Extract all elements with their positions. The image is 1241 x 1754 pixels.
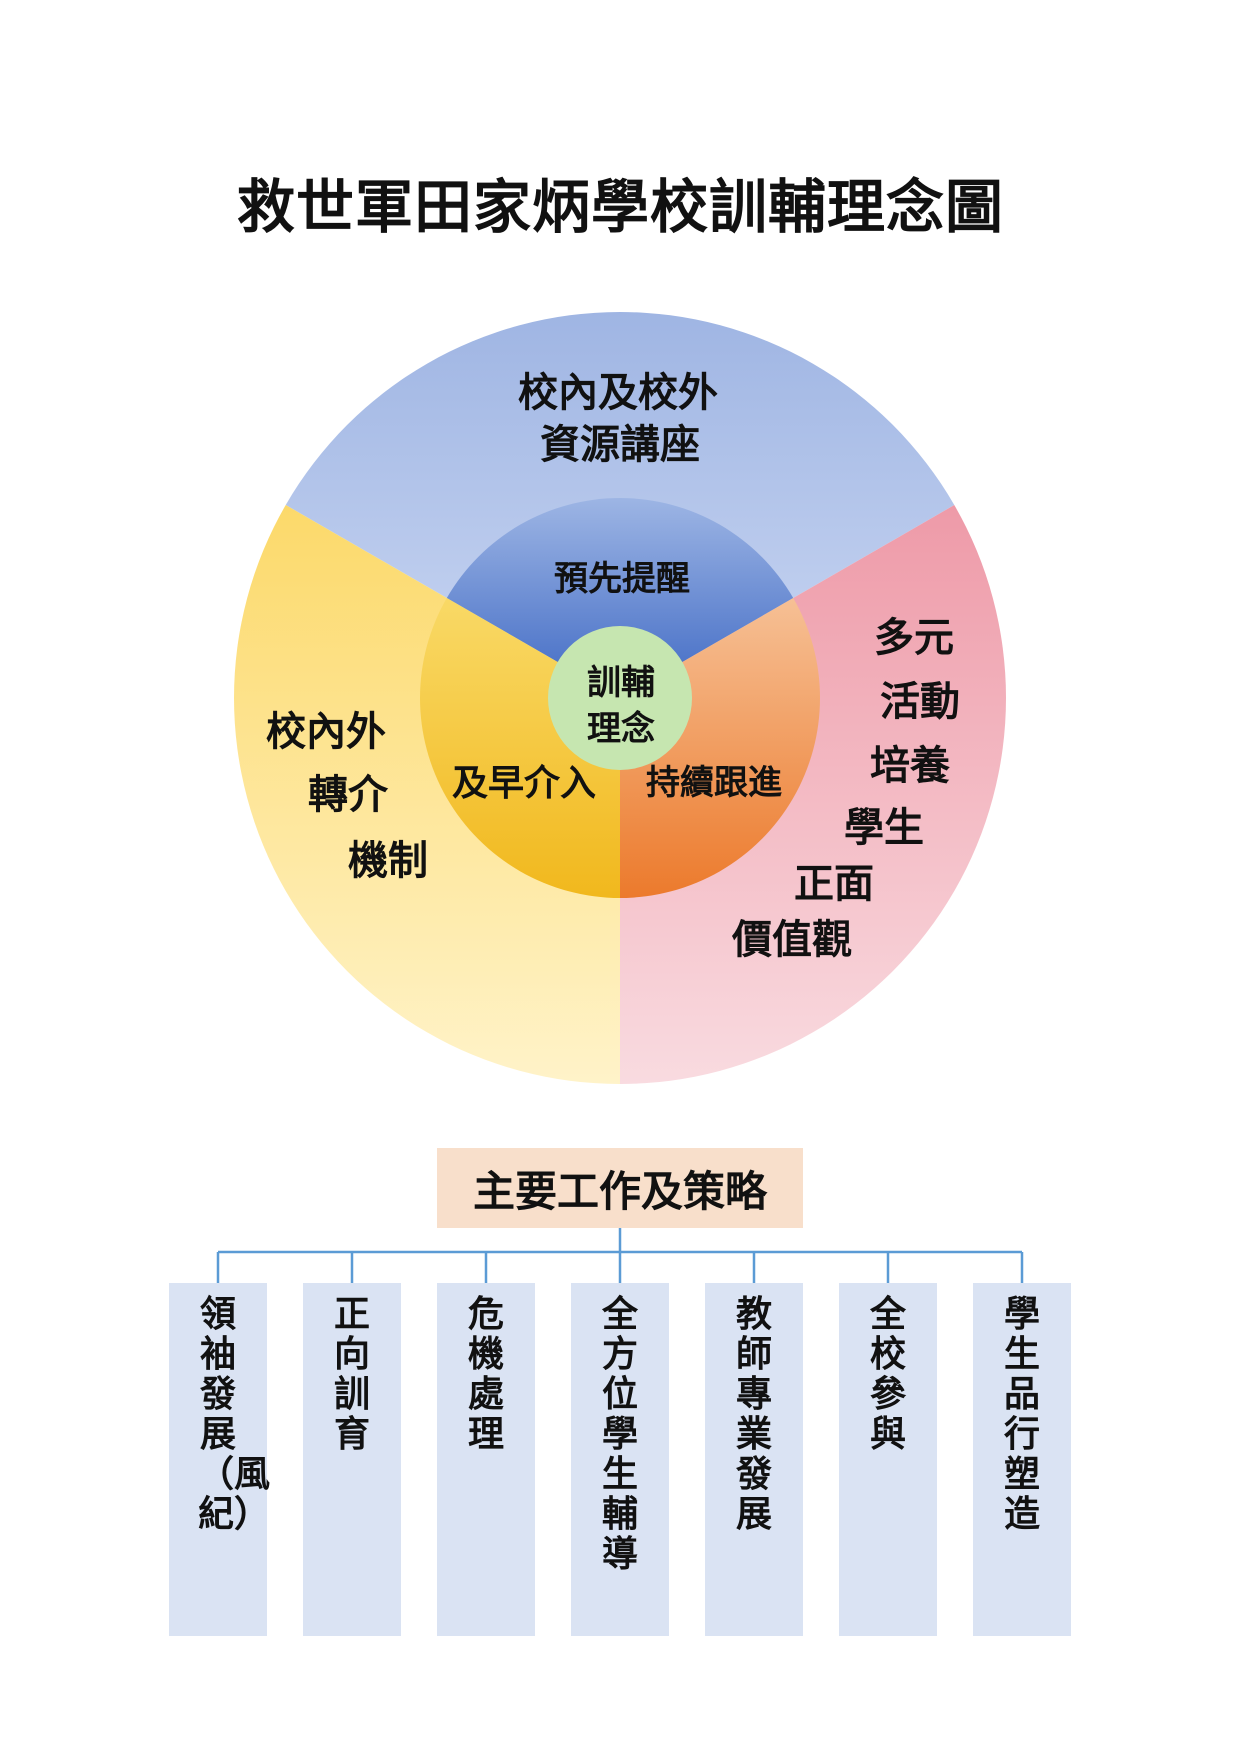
strategy-crisis-handling: 危機處理 <box>437 1283 535 1636</box>
strategy-label: 學生品行塑造 <box>1003 1294 1040 1535</box>
strategy-positive-discipline: 正向訓育 <box>303 1283 401 1636</box>
outer-right-line-3: 培養 <box>870 743 950 789</box>
strategy-label: 正向訓育 <box>333 1294 370 1455</box>
strategy-whole-school: 全校參與 <box>839 1283 937 1636</box>
outer-right-line-4: 學生 <box>844 805 924 851</box>
outer-left-line-2: 轉介 <box>308 772 388 818</box>
outer-top-line-1: 校內及校外 <box>518 370 718 416</box>
strategy-label: 全校參與 <box>869 1294 906 1455</box>
strategy-header-label: 主要工作及策略 <box>472 1166 767 1216</box>
strategy-label: 全方位學生輔導 <box>601 1294 638 1575</box>
strategy-leadership: 領袖發展（風紀） <box>169 1283 271 1636</box>
strategy-teacher-development: 教師專業發展 <box>705 1283 803 1636</box>
outer-right-line-6: 價值觀 <box>732 917 852 963</box>
center-label-1: 訓輔 <box>587 663 655 703</box>
center-circle <box>548 626 692 770</box>
strategy-label: 危機處理 <box>467 1294 504 1455</box>
center-label-2: 理念 <box>587 709 655 749</box>
outer-left-line-1: 校內外 <box>266 709 386 755</box>
strategy-label: 領袖發展（風紀） <box>198 1294 271 1535</box>
strategy-label: 教師專業發展 <box>735 1294 772 1535</box>
page-title: 救世軍田家炳學校訓輔理念圖 <box>236 173 1004 241</box>
guidance-wheel <box>234 312 1006 1084</box>
inner-label-top: 預先提醒 <box>554 559 690 599</box>
outer-right-line-1: 多元 <box>874 615 954 661</box>
strategy-whole-person-guidance: 全方位學生輔導 <box>571 1283 669 1636</box>
inner-label-right: 持續跟進 <box>646 763 782 803</box>
outer-right-line-2: 活動 <box>880 679 960 725</box>
outer-left-line-3: 機制 <box>348 838 428 884</box>
outer-right-line-5: 正面 <box>794 861 874 907</box>
strategy-header: 主要工作及策略 <box>437 1148 803 1228</box>
outer-top-line-2: 資源講座 <box>540 422 700 468</box>
inner-label-left: 及早介入 <box>452 763 597 804</box>
strategy-character-building: 學生品行塑造 <box>973 1283 1071 1636</box>
